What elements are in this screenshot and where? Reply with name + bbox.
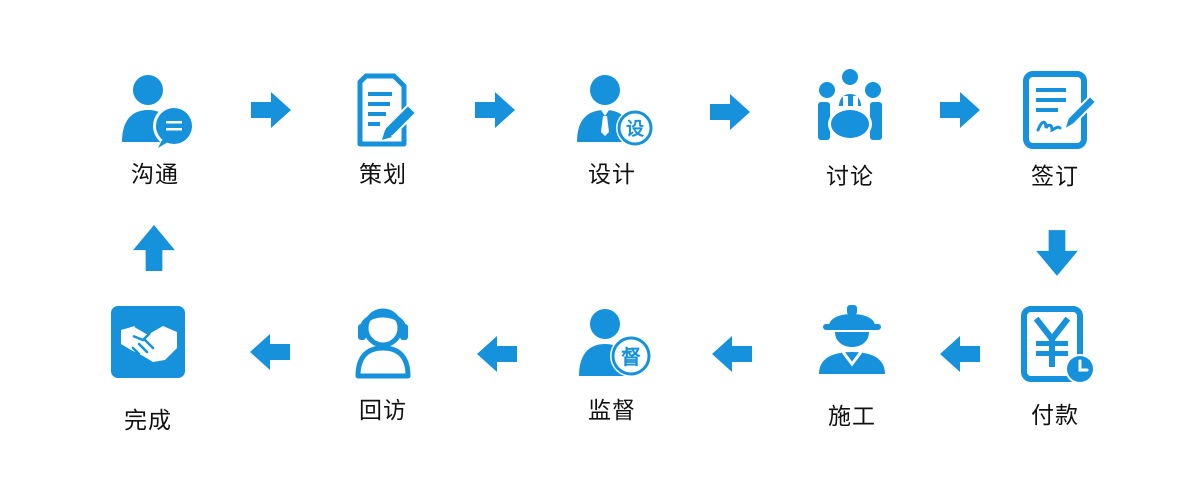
arrow-right-icon — [938, 88, 982, 132]
step-label: 策划 — [359, 162, 407, 188]
step-construction: 施工 — [792, 300, 912, 432]
svg-text:督: 督 — [621, 345, 641, 369]
arrow-left-icon — [938, 332, 982, 376]
step-label: 沟通 — [131, 162, 179, 188]
step-label: 施工 — [828, 404, 876, 430]
step-planning: 策划 — [323, 68, 443, 190]
step-label: 完成 — [124, 408, 172, 434]
step-label: 回访 — [359, 398, 407, 424]
group-meeting-icon — [818, 69, 882, 141]
handshake-icon — [111, 306, 185, 378]
step-label: 设计 — [588, 162, 636, 188]
arrow-right-icon — [708, 90, 752, 134]
step-label: 付款 — [1031, 403, 1079, 429]
step-communicate: 沟通 — [95, 68, 215, 190]
arrow-right-icon — [473, 88, 517, 132]
step-discussion: 讨论 — [790, 68, 910, 192]
step-completion: 完成 — [88, 300, 208, 436]
step-label: 讨论 — [826, 164, 874, 190]
step-supervision: 督 监督 — [552, 300, 672, 426]
designer-person-icon: 设 — [577, 75, 654, 147]
step-contract: 签订 — [995, 68, 1115, 192]
arrow-left-icon — [710, 332, 754, 376]
arrow-right-icon — [249, 88, 293, 132]
step-payment: 付款 — [995, 303, 1115, 431]
svg-text:设: 设 — [626, 119, 644, 140]
arrow-left-icon — [475, 332, 519, 376]
arrow-up-icon — [131, 222, 177, 274]
person-chat-icon — [122, 75, 195, 148]
step-follow-up: 回访 — [323, 300, 443, 426]
contract-sign-icon — [1023, 71, 1098, 149]
step-design: 设 设计 — [552, 68, 672, 190]
step-label: 签订 — [1031, 164, 1079, 190]
construction-worker-icon — [819, 305, 885, 374]
supervisor-person-icon: 督 — [579, 309, 652, 377]
yuan-payment-icon — [1021, 306, 1095, 384]
headset-person-icon — [355, 308, 411, 379]
arrow-down-icon — [1034, 228, 1080, 278]
arrow-left-icon — [248, 330, 292, 374]
step-label: 监督 — [588, 398, 636, 424]
document-pen-icon — [357, 73, 418, 147]
